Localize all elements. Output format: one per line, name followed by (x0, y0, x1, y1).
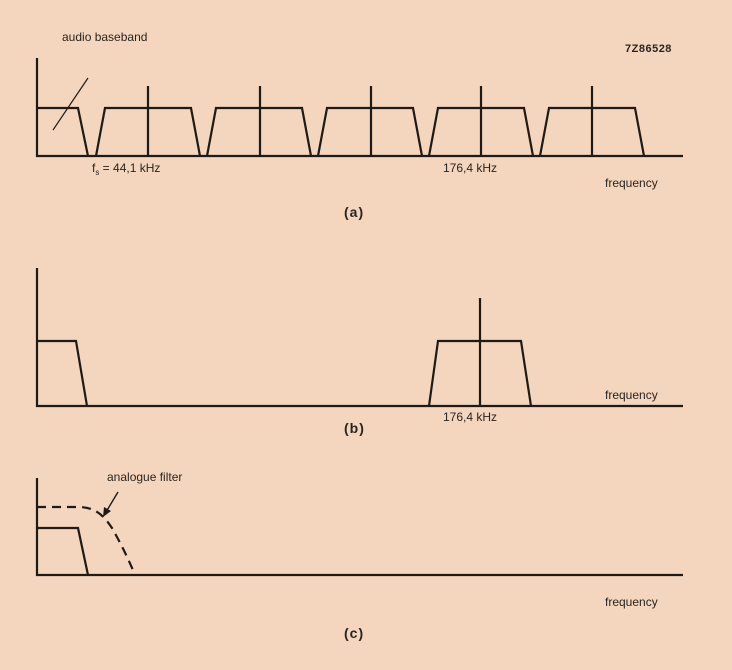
panel-a-annotation-leader (52, 77, 89, 131)
panel-b-baseband (37, 339, 89, 407)
panel-a-annotation: audio baseband (62, 30, 148, 44)
panel-a-plot (35, 58, 683, 158)
panel-c-annotation: analogue filter (107, 470, 183, 484)
panel-c-baseband (37, 526, 90, 576)
panel-c-annotation-leader (105, 491, 119, 513)
panel-c-caption: (c) (344, 625, 365, 641)
figure-id: 7Z86528 (625, 43, 672, 55)
panel-a-caption: (a) (344, 204, 365, 220)
fs-subscript: s (95, 168, 100, 177)
fs-symbol: f (92, 161, 96, 175)
panel-b-xlabel: frequency (605, 388, 658, 402)
panel-c-analogue-filter-curve (37, 505, 137, 576)
panel-a-baseband (37, 106, 90, 157)
panel-b-high-label: 176,4 kHz (443, 410, 498, 424)
fs-value: = 44,1 kHz (99, 161, 161, 175)
panel-c-plot (35, 478, 683, 577)
panel-c-xlabel: frequency (605, 595, 658, 609)
panel-b-caption: (b) (344, 420, 365, 436)
panel-a-high-label: 176,4 kHz (443, 161, 498, 175)
panel-a-fs-label: fs = 44,1 kHz (92, 161, 160, 177)
panel-b-plot (35, 268, 683, 408)
panel-a-xlabel: frequency (605, 176, 658, 190)
arrow-head-icon (103, 507, 111, 517)
